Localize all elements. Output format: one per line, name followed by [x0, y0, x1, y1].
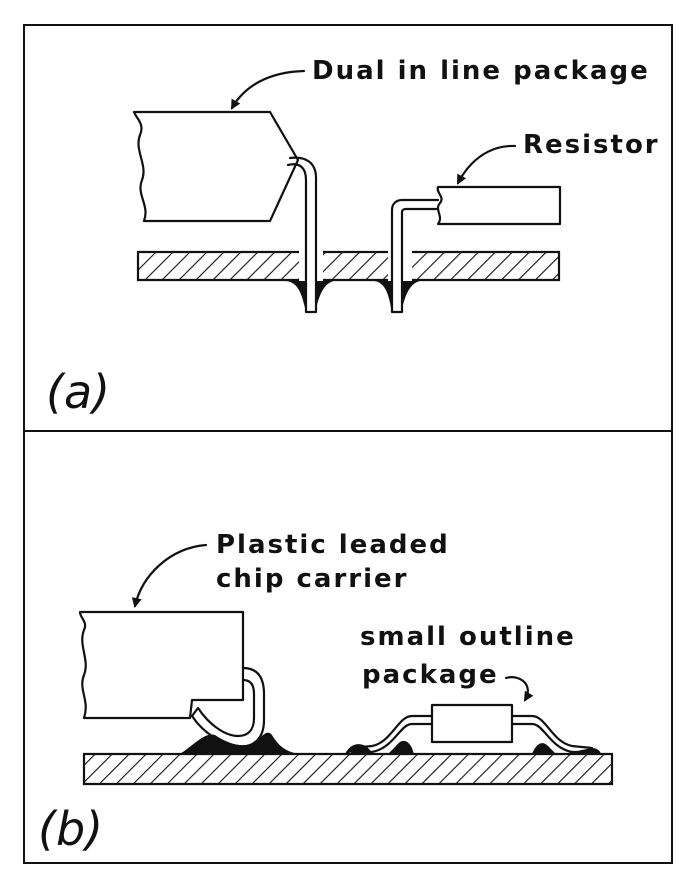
soic-label-line2: package [362, 660, 499, 690]
circuit-board-b [82, 752, 614, 786]
dip-body [132, 110, 300, 223]
panel-b: Plastic leaded chip carrier small outlin… [38, 530, 614, 856]
plcc-j-lead [190, 666, 266, 748]
soic-body [430, 703, 514, 744]
circuit-board-a [136, 250, 561, 282]
solder-joint-soic-right [566, 748, 601, 754]
resistor-callout-arrow [456, 144, 517, 185]
solder-joint-soic-right-inner [532, 743, 556, 754]
plcc-label-line2: chip carrier [216, 564, 408, 594]
solder-joint-plcc [180, 732, 300, 754]
dip-label: Dual in line package [312, 56, 650, 86]
resistor-label: Resistor [523, 130, 660, 160]
plcc-label-line1: Plastic leaded [216, 530, 450, 560]
plcc-body [78, 610, 245, 720]
resistor-lead [390, 198, 440, 314]
solder-joint-soic-left-inner [388, 740, 414, 754]
solder-joint-resistor [374, 281, 391, 308]
panel-b-tag: (b) [38, 802, 103, 856]
panel-a-tag: (a) [46, 365, 110, 419]
solder-joint-resistor-right [403, 281, 420, 305]
solder-joint-soic-left [345, 744, 372, 754]
soic-label-line1: small outline [360, 622, 576, 652]
soic-callout-arrow [504, 676, 534, 702]
dip-callout-arrow [230, 69, 306, 110]
soic-lead-right [510, 714, 594, 754]
resistor-body [436, 185, 562, 226]
dip-lead [286, 156, 318, 314]
solder-joint-dip-right [317, 281, 334, 305]
solder-joint-dip [286, 281, 305, 308]
panel-a: Dual in line package Resistor (a) [46, 56, 660, 419]
figure-frame [23, 24, 673, 864]
plcc-callout-arrow [131, 543, 208, 608]
